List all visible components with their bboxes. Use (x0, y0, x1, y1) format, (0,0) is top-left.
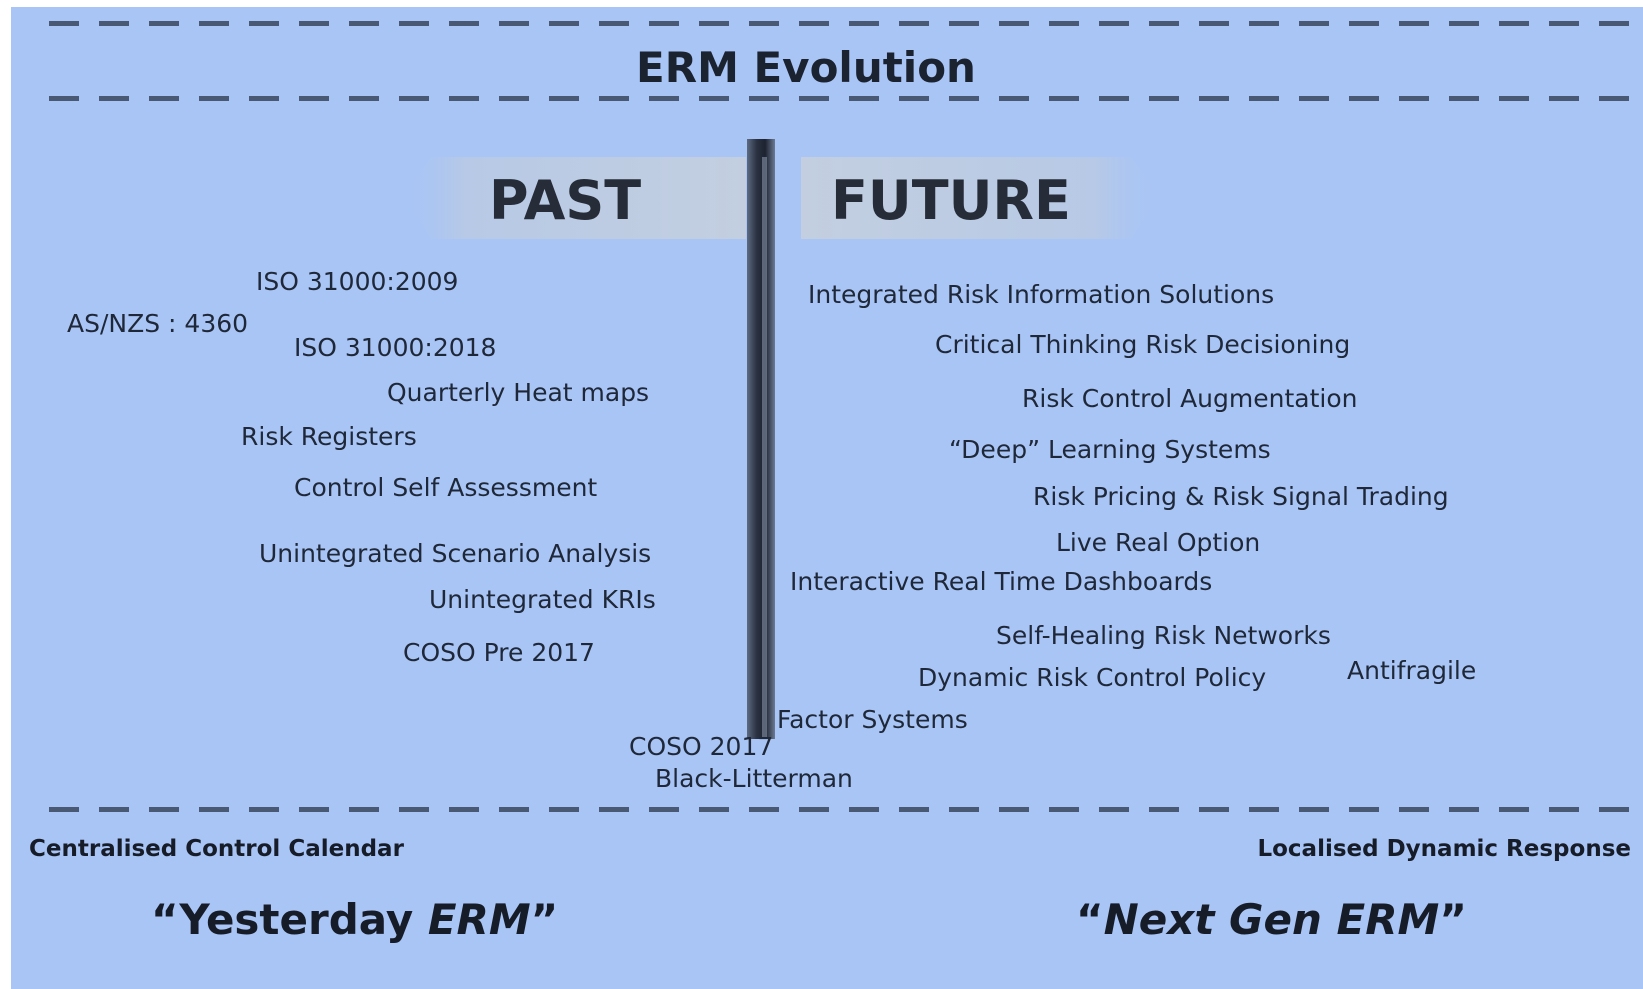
future-item-self-healing: Self-Healing Risk Networks (996, 621, 1331, 650)
diagram-title: ERM Evolution (636, 43, 976, 92)
bottom-dashed-divider (49, 807, 1643, 812)
past-item-coso-pre-2017: COSO Pre 2017 (403, 638, 595, 667)
future-sign-label: FUTURE (831, 169, 1071, 232)
left-footer-label: Centralised Control Calendar (29, 836, 404, 862)
past-item-control-self-assessment: Control Self Assessment (294, 473, 598, 502)
past-sign-label: PAST (489, 169, 641, 232)
signpost-graphic: PAST FUTURE (403, 139, 1161, 739)
past-sign-board (403, 157, 746, 239)
signpost-pole (747, 139, 775, 739)
past-item-risk-registers: Risk Registers (241, 422, 417, 451)
past-item-heat-maps: Quarterly Heat maps (387, 378, 650, 407)
past-item-unintegrated-kris: Unintegrated KRIs (429, 585, 656, 614)
top-dashed-divider (49, 21, 1643, 26)
future-item-integrated-risk-info: Integrated Risk Information Solutions (808, 280, 1275, 309)
past-item-asnzs-4360: AS/NZS : 4360 (67, 309, 249, 338)
future-item-dynamic-risk-control: Dynamic Risk Control Policy (918, 663, 1267, 692)
past-item-scenario-analysis: Unintegrated Scenario Analysis (259, 539, 652, 568)
center-item-coso-2017: COSO 2017 (629, 732, 774, 761)
diagram-canvas: ERM Evolution PAST FUTU (11, 7, 1643, 989)
future-sign-board (801, 157, 1161, 239)
past-item-iso-2009: ISO 31000:2009 (256, 267, 459, 296)
future-item-real-time-dashboards: Interactive Real Time Dashboards (790, 567, 1213, 596)
future-item-risk-pricing: Risk Pricing & Risk Signal Trading (1033, 482, 1449, 511)
center-item-factor-systems: Factor Systems (777, 705, 968, 734)
next-gen-erm-heading: “Next Gen ERM” (1076, 895, 1467, 944)
future-item-critical-thinking: Critical Thinking Risk Decisioning (935, 330, 1351, 359)
future-item-antifragile: Antifragile (1347, 656, 1477, 685)
yesterday-erm-heading: “Yesterday ERM” (151, 895, 559, 944)
future-item-live-real-option: Live Real Option (1056, 528, 1261, 557)
past-item-iso-2018: ISO 31000:2018 (294, 333, 497, 362)
right-footer-label: Localised Dynamic Response (1257, 836, 1631, 862)
future-item-deep-learning: “Deep” Learning Systems (949, 435, 1271, 464)
future-item-risk-control-augmentation: Risk Control Augmentation (1022, 384, 1358, 413)
center-item-black-litterman: Black-Litterman (655, 764, 853, 793)
title-dashed-divider (49, 96, 1643, 101)
